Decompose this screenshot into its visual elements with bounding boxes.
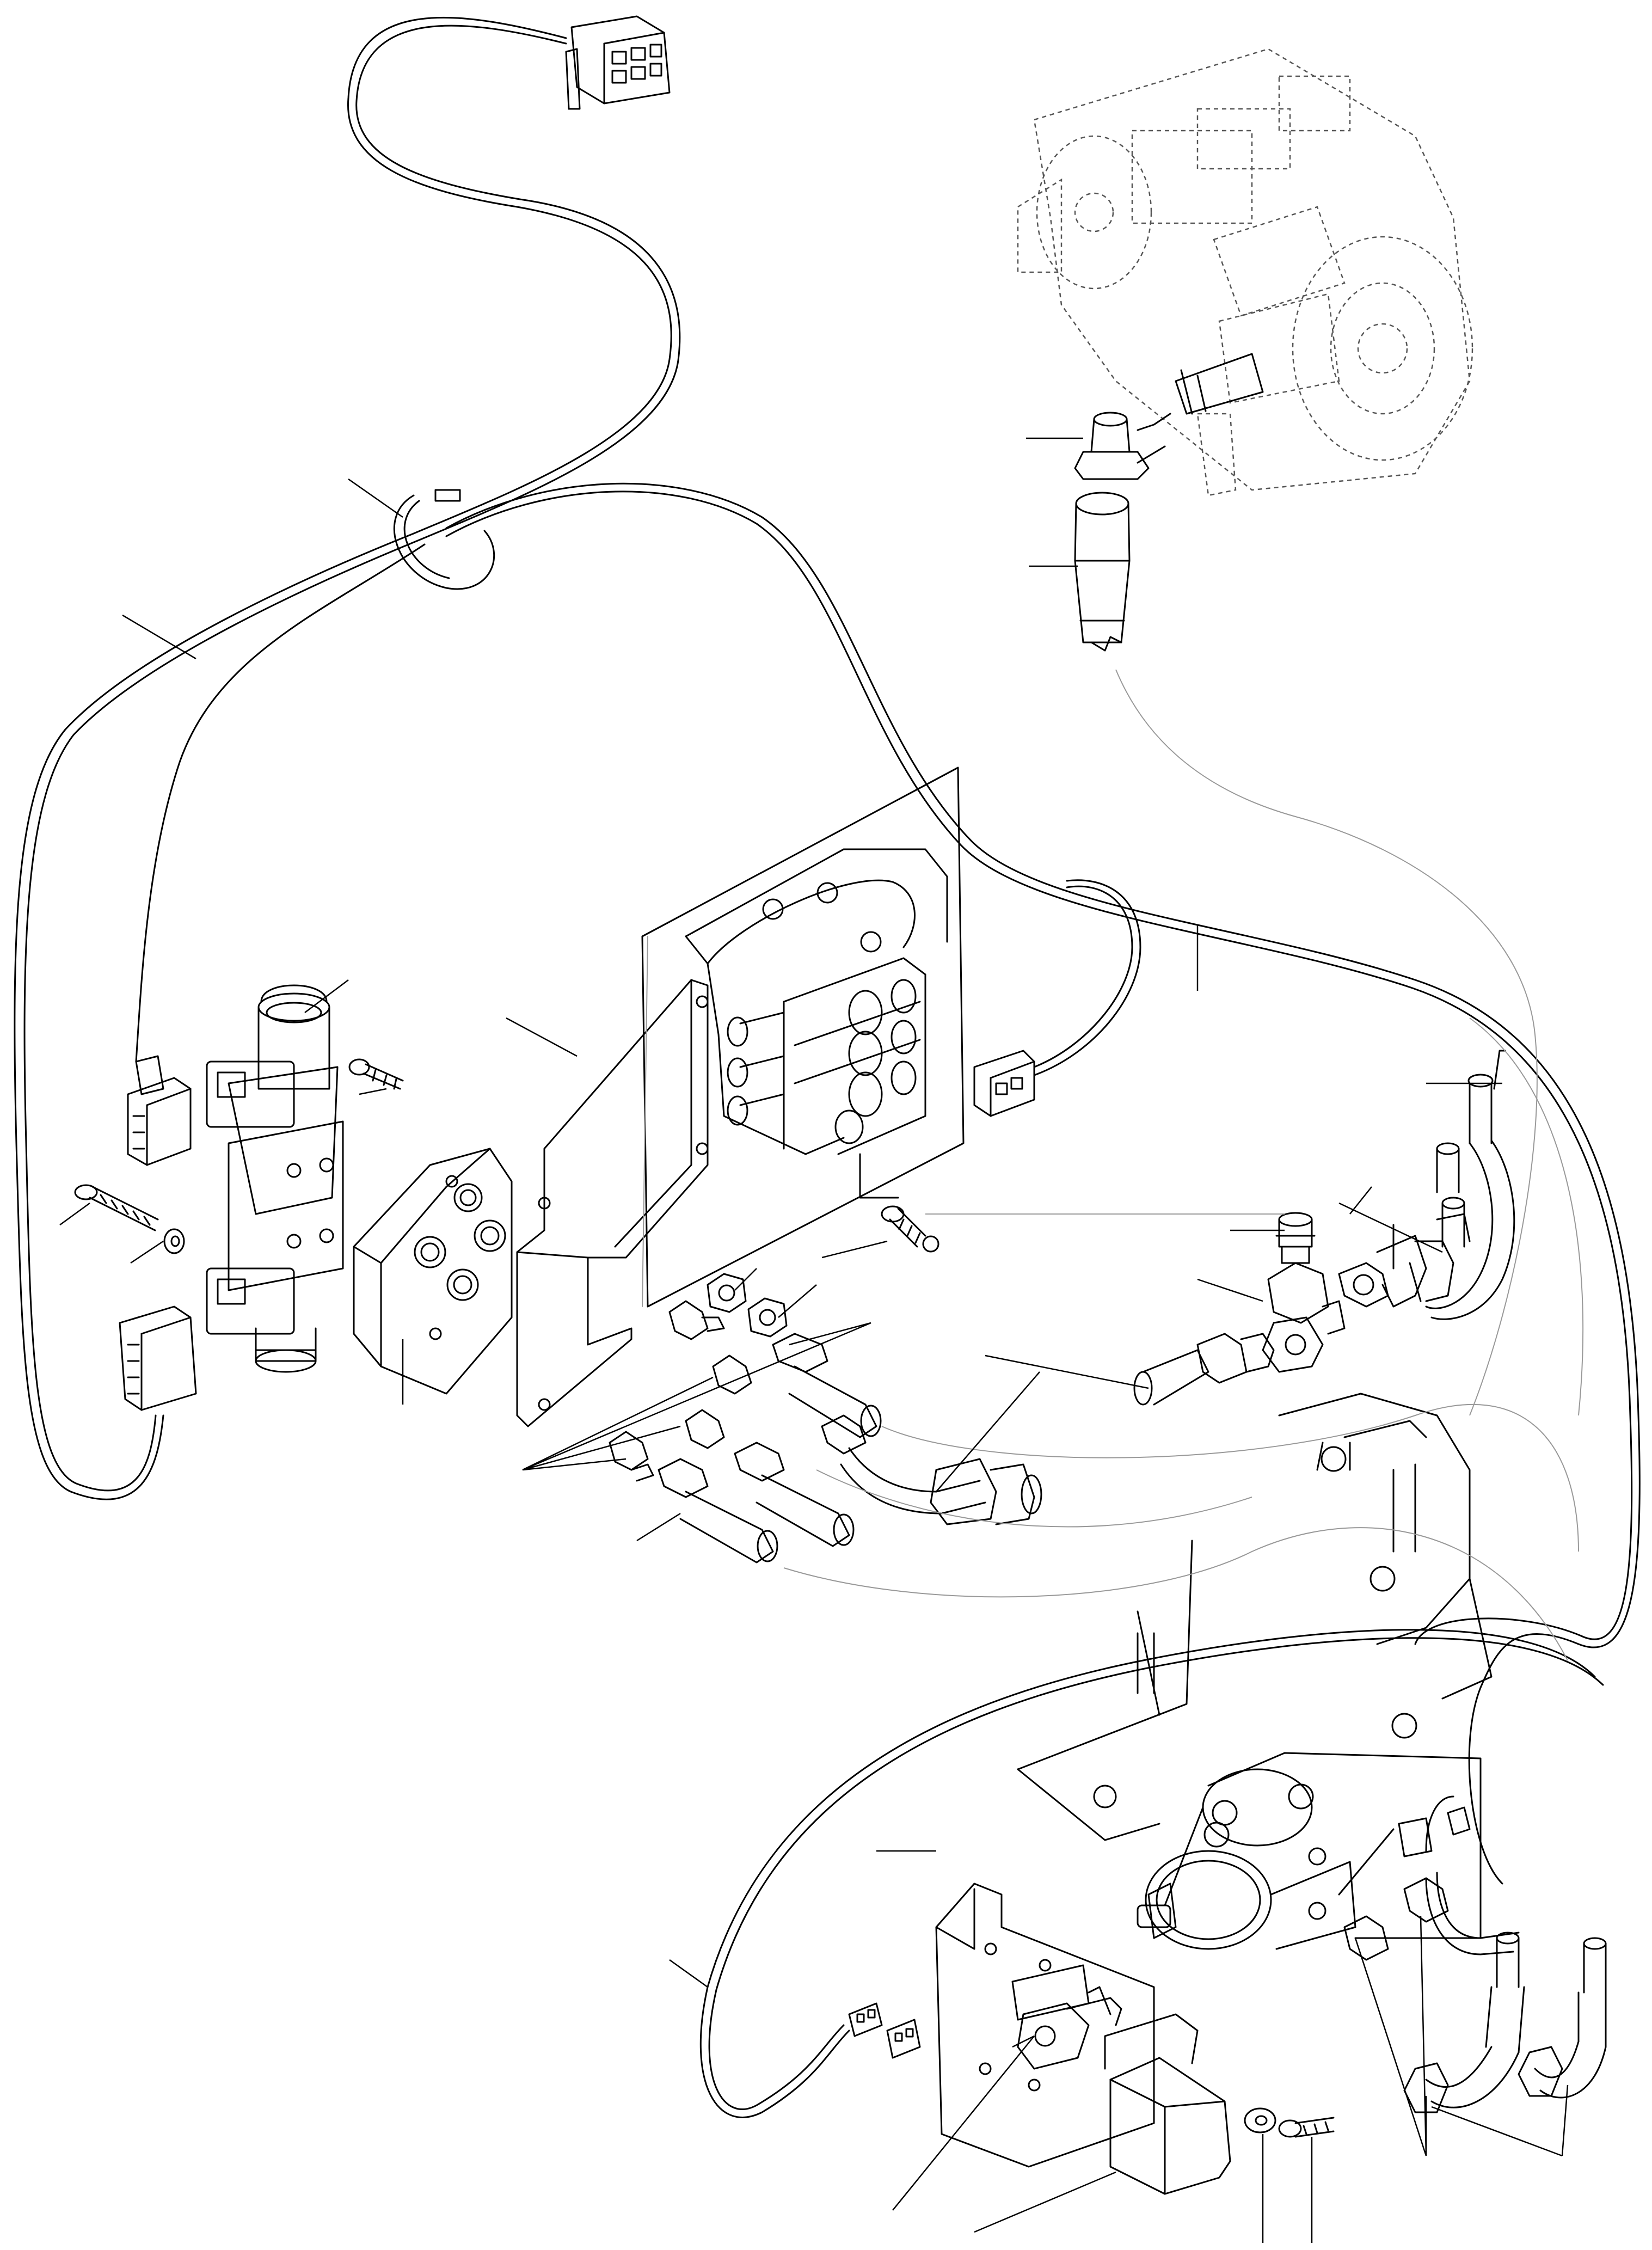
elbow-hoses-lower-right [1343,1877,1607,2113]
hydraulic-cylinder [1137,1752,1482,1950]
hose-end-top [1074,492,1131,652]
valve-backplate [641,767,965,1308]
proximity-switch [1017,1986,1122,2070]
mounting-bolt-upper [348,1058,404,1090]
pump-port-fitting [1175,353,1264,415]
hose-lower-right-bend [1425,1795,1520,1955]
electrical-cable-top [14,16,681,1500]
frame-structure-ghost [1017,1393,1493,1841]
hose-stubs [658,1333,882,1564]
bent-hose-center [821,1414,1042,1525]
small-connector-lower-a [848,2002,883,2037]
multi-pin-connector-top [565,15,671,110]
switch-cover-plate [1104,2013,1231,2195]
switch-mounting-bracket [935,1883,1155,2168]
straight-hose-right [1133,1333,1275,1406]
frame-outline-faint [783,669,1584,1661]
electrical-cable-main [445,482,1641,1885]
valve-wire-connector [973,879,1141,1117]
bolt-center [881,1205,939,1253]
electrical-cable-lower-loop [699,1629,1604,2118]
bolt-lower [1278,2117,1335,2138]
tee-hose-assembly-right [1338,1050,1515,1320]
elbow-fitting-top [1074,412,1171,480]
directional-control-valve-bank [685,848,948,1199]
valve-mounting-bolt-long [74,1184,159,1231]
valve-bracket [516,979,709,1427]
solenoid-plug-lower [119,1305,197,1411]
tee-fitting-right [1262,1262,1346,1373]
small-connector-lower-b [886,2019,921,2059]
hydrostatic-pump-ghost [1017,48,1473,496]
reducer-fitting [1275,1212,1316,1264]
straight-adapters [609,1300,752,1482]
solenoid-plug-upper [127,1055,192,1166]
valve-subplate [353,1148,513,1395]
nut-center [707,1273,788,1338]
solenoid-valve [206,984,344,1373]
cable-tie [393,489,495,590]
leader-lines [59,437,1569,2243]
washer-small-left [163,1228,185,1254]
washer-lower [1244,2107,1276,2133]
